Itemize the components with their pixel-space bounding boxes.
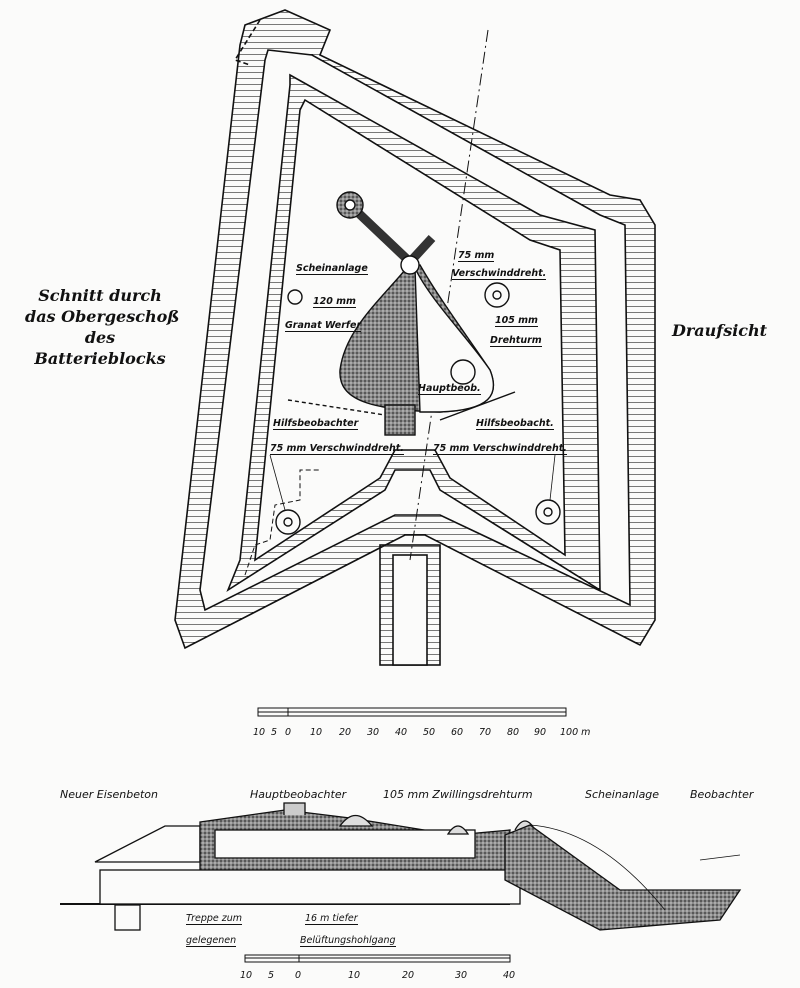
scale-tick: 20	[339, 727, 352, 738]
scale-tick: 5	[271, 727, 278, 738]
scale-tick: 10	[240, 970, 253, 981]
label-verschwind-left: 75 mm Verschwinddreht.	[270, 443, 404, 455]
scale-tick: 30	[367, 727, 380, 738]
label-hauptbeob: Hauptbeob.	[418, 383, 481, 395]
scale-tick: 50	[423, 727, 436, 738]
label-scheinanlage: Scheinanlage	[296, 263, 368, 275]
label-verschwind-top: Verschwinddreht.	[452, 268, 547, 280]
scale-tick: 80	[507, 727, 520, 738]
caption-line: des	[84, 328, 116, 347]
scale-tick: 60	[451, 727, 464, 738]
right-caption: Draufsicht	[672, 321, 768, 340]
scale-tick: 10	[348, 970, 361, 981]
label-hilfs-left: Hilfsbeobachter	[273, 418, 359, 430]
caption-line: Schnitt durch	[38, 286, 162, 305]
label-scheinanlage-section: Scheinanlage	[585, 788, 660, 801]
scale-tick: 0	[285, 727, 292, 738]
scale-tick: 70	[479, 727, 492, 738]
scale-tick: 5	[268, 970, 275, 981]
caption-line: Batterieblocks	[34, 349, 166, 368]
label-105mm: 105 mm	[495, 315, 538, 327]
label-zwillingsdrehturm: 105 mm Zwillingsdrehturm	[383, 788, 533, 801]
label-tiefer: 16 m tiefer	[305, 913, 358, 925]
scale-tick: 30	[455, 970, 468, 981]
scale-tick: 0	[295, 970, 302, 981]
label-verschwind-right: 75 mm Verschwinddreht.	[433, 443, 567, 455]
label-120mm: 120 mm	[313, 296, 356, 308]
label-granatwerfer: Granat Werfer	[285, 320, 362, 332]
scale-tick: 40	[503, 970, 516, 981]
label-hauptbeobachter: Hauptbeobachter	[250, 788, 347, 801]
label-gelegenen: gelegenen	[186, 935, 237, 947]
label-hilfs-right: Hilfsbeobacht.	[476, 418, 554, 430]
section-scale-bar	[244, 954, 511, 963]
label-beobachter: Beobachter	[690, 788, 754, 801]
scale-tick: 10	[310, 727, 323, 738]
scale-tick: 20	[402, 970, 415, 981]
central-block	[244, 191, 561, 576]
label-eisenbeton: Neuer Eisenbeton	[60, 788, 158, 801]
label-drehturm: Drehturm	[490, 335, 542, 347]
plan-scale-bar	[257, 707, 567, 717]
cross-section	[60, 802, 742, 931]
label-treppe: Treppe zum	[186, 913, 243, 925]
label-75mm-top: 75 mm	[458, 250, 495, 262]
label-belueftung: Belüftungshohlgang	[300, 935, 396, 947]
scale-tick: 10	[253, 727, 266, 738]
left-caption: Schnitt durch das Obergeschoß des Batter…	[25, 285, 180, 369]
scale-tick: 100 m	[560, 727, 591, 738]
caption-line: das Obergeschoß	[25, 307, 180, 326]
scale-tick: 40	[395, 727, 408, 738]
scale-tick: 90	[534, 727, 547, 738]
